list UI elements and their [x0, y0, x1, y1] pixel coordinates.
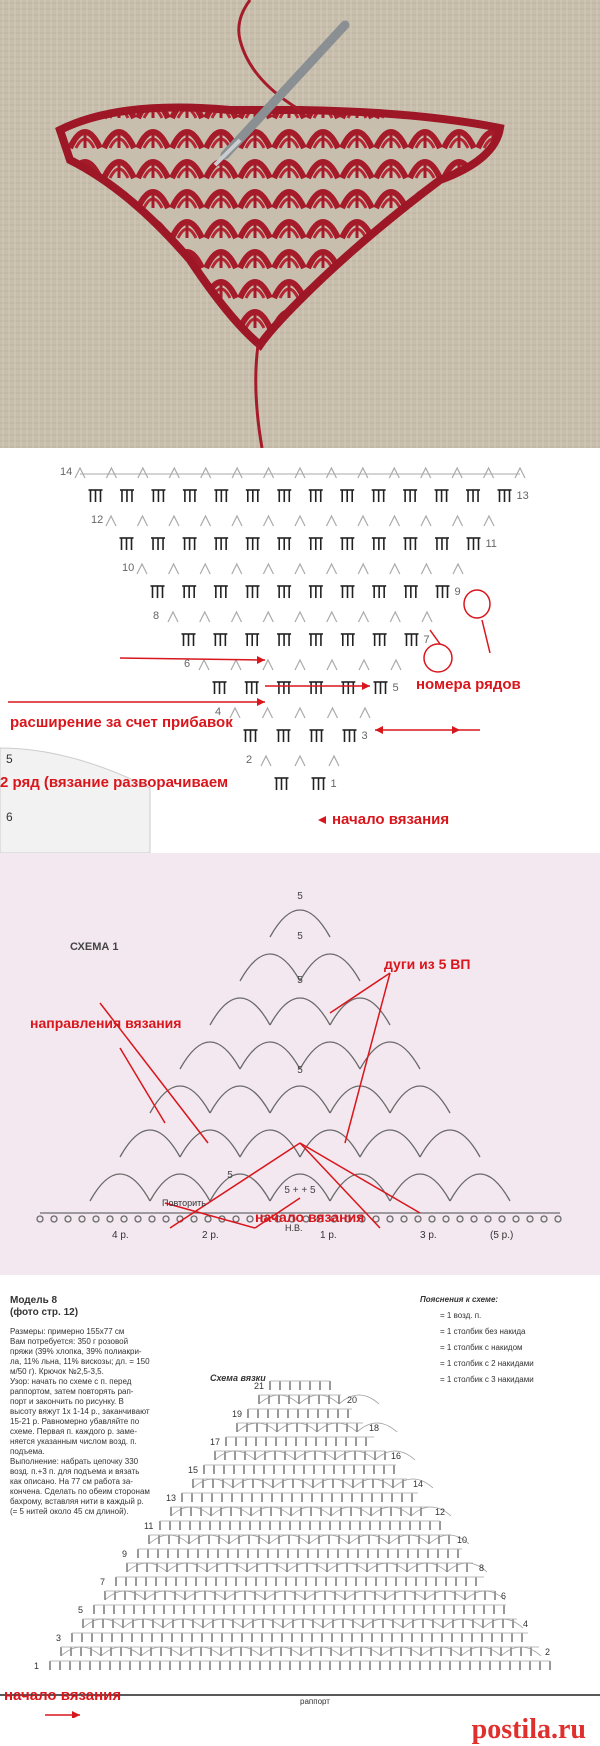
row-number: 11	[486, 538, 497, 552]
diagram-row-number: 11	[144, 1521, 153, 1532]
diagram-row-number: 2	[545, 1647, 550, 1658]
row-number: 12	[91, 514, 103, 528]
corner-row-number: 5	[6, 752, 13, 767]
diagram-row-number: 14	[413, 1479, 423, 1490]
row-mark: (5 р.)	[490, 1230, 513, 1243]
row-number: 7	[424, 634, 430, 648]
row-mark: 1 р.	[320, 1230, 337, 1243]
footer: postila.ru	[0, 1718, 600, 1746]
row-number: 10	[122, 562, 134, 576]
diagram-row-number: 13	[166, 1493, 176, 1504]
diagram-row-number: 18	[369, 1423, 379, 1434]
diagram-row-number: 3	[56, 1633, 61, 1644]
arc-count-label: 5	[227, 1170, 233, 1181]
corner-row-number: 6	[6, 810, 13, 825]
diagram-row-number: 1	[34, 1661, 39, 1672]
triangle-chart-annotated: номера рядов расширение за счет прибавок…	[0, 448, 600, 853]
diagram-row-number: 15	[188, 1465, 198, 1476]
rapport-label: раппорт	[300, 1697, 330, 1707]
row-mark: 4 р.	[112, 1230, 129, 1243]
row-number: 5	[393, 682, 399, 696]
label-start-knitting-2: начало вязания	[255, 1209, 364, 1225]
repeat-label: Повторить	[162, 1198, 206, 1209]
label-start-knitting: начало вязания	[332, 811, 449, 828]
row-mark: 3 р.	[420, 1230, 437, 1243]
diagram-row-number: 4	[523, 1619, 528, 1630]
row-number: 14	[60, 466, 72, 480]
postila-logo[interactable]: postila.ru	[472, 1714, 586, 1746]
diagram-row-number: 21	[254, 1381, 264, 1392]
diagram-row-number: 8	[479, 1563, 484, 1574]
diagram-row-number: 10	[457, 1535, 467, 1546]
diagram-row-number: 17	[210, 1437, 220, 1448]
diagram-row-number: 9	[122, 1549, 127, 1560]
row-number: 4	[215, 706, 221, 720]
triangle-chart	[0, 448, 600, 853]
shawl-photo	[0, 0, 600, 448]
label-row-numbers: номера рядов	[416, 676, 521, 693]
diagram-row-number: 5	[78, 1605, 83, 1616]
arc-count-label: 5	[297, 891, 303, 902]
row-number: 6	[184, 658, 190, 672]
row-number: 3	[362, 730, 368, 744]
row-number: 9	[455, 586, 461, 600]
arc-count-label: 5	[297, 975, 303, 986]
row-number: 13	[517, 490, 529, 504]
label-start-knitting-3: начало вязания	[4, 1687, 121, 1704]
row-mark: 2 р.	[202, 1230, 219, 1243]
row-number: 1	[331, 778, 337, 792]
diagram-row-number: 19	[232, 1409, 242, 1420]
arc-count-label: 5	[297, 1065, 303, 1076]
row-number: 8	[153, 610, 159, 624]
diagram-row-number: 12	[435, 1507, 445, 1518]
diagram-row-number: 20	[347, 1395, 357, 1406]
label-directions: направления вязания	[30, 1015, 181, 1031]
scheme-1: 5 5 5 5 5 5 + + 5 СХЕМА 1 дуги из 5 ВП направ…	[0, 853, 600, 1275]
label-arcs: дуги из 5 ВП	[384, 956, 470, 972]
diagram-row-number: 7	[100, 1577, 105, 1588]
arc-count-label: 5	[297, 931, 303, 942]
label-expansion: расширение за счет прибавок	[10, 714, 233, 731]
row-number: 2	[246, 754, 252, 768]
diagram-row-number: 16	[391, 1451, 401, 1462]
scheme-knitting-diagram	[0, 1275, 600, 1746]
arc-count-label: 5 + + 5	[284, 1185, 316, 1196]
nv-label: Н.В.	[285, 1223, 303, 1234]
model-8-page: Модель 8 (фото стр. 12) Размеры: примерн…	[0, 1275, 600, 1746]
label-row2: 2 ряд (вязание разворачиваем	[0, 774, 228, 791]
scheme-1-title: СХЕМА 1	[70, 941, 118, 955]
diagram-row-number: 6	[501, 1591, 506, 1602]
